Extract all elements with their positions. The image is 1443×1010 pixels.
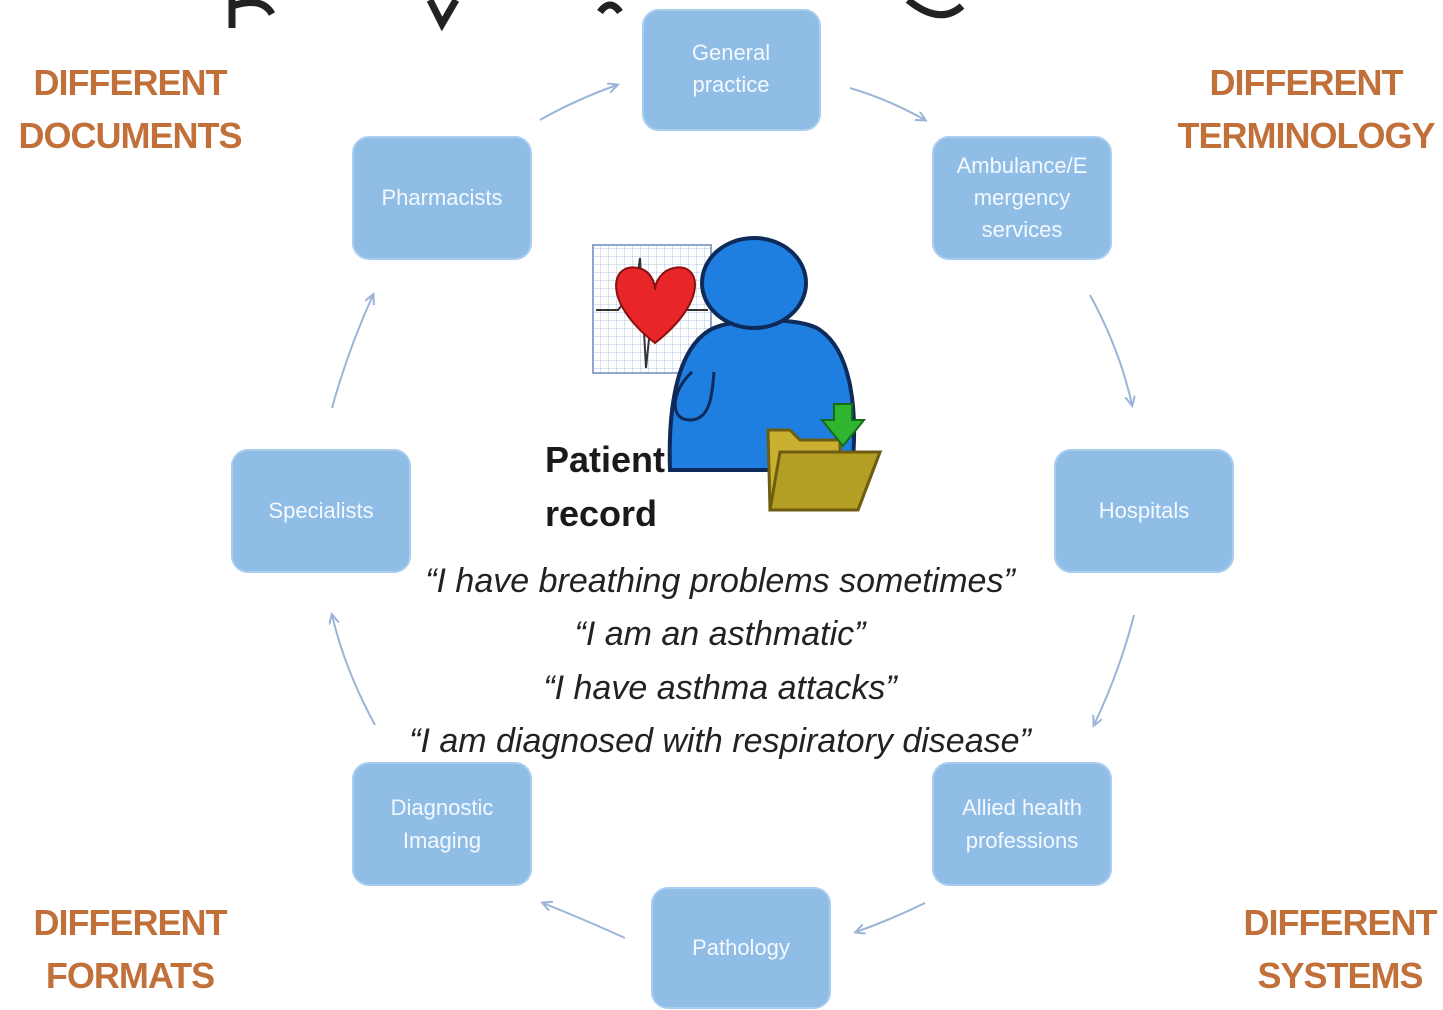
node-pharmacists-line1: Pharmacists bbox=[381, 185, 502, 210]
patient-quotes: “I have breathing problems sometimes” “I… bbox=[409, 562, 1032, 760]
corner-bottom-right-line2: SYSTEMS bbox=[1257, 955, 1422, 996]
corner-bottom-left-line1: DIFFERENT bbox=[34, 902, 228, 943]
quote-line: “I am diagnosed with respiratory disease… bbox=[409, 722, 1032, 760]
corner-top-left-line2: DOCUMENTS bbox=[19, 115, 242, 156]
node-diagnostic-imaging-line1: Diagnostic bbox=[391, 795, 494, 820]
node-pathology: Pathology bbox=[651, 887, 831, 1009]
person-icon bbox=[667, 236, 857, 472]
node-pathology-line1: Pathology bbox=[692, 935, 790, 960]
node-diagnostic-imaging-line2: Imaging bbox=[403, 828, 481, 853]
cycle-arrows bbox=[331, 85, 1135, 939]
node-ambulance: Ambulance/E mergency services bbox=[932, 136, 1112, 260]
corner-top-right-line1: DIFFERENT bbox=[1210, 62, 1404, 103]
node-ambulance-line1: Ambulance/E bbox=[957, 153, 1088, 178]
node-ambulance-line2: mergency bbox=[974, 185, 1071, 210]
arrow-pharmacists-to-gp bbox=[539, 85, 617, 121]
node-specialists: Specialists bbox=[231, 449, 411, 573]
arrow-ambulance-to-hospitals bbox=[1089, 294, 1132, 405]
corner-top-right-line2: TERMINOLOGY bbox=[1178, 115, 1436, 156]
node-general-practice: General practice bbox=[642, 9, 821, 131]
node-allied-health: Allied health professions bbox=[932, 762, 1112, 886]
corner-label-top-right: DIFFERENT TERMINOLOGY bbox=[1178, 62, 1437, 156]
quote-line: “I have breathing problems sometimes” bbox=[425, 562, 1016, 600]
node-allied-health-line1: Allied health bbox=[962, 795, 1082, 820]
node-hospitals-line1: Hospitals bbox=[1099, 498, 1189, 523]
corner-bottom-left-line2: FORMATS bbox=[46, 955, 214, 996]
node-allied-health-line2: professions bbox=[966, 828, 1079, 853]
node-general-practice-line2: practice bbox=[692, 72, 769, 97]
patient-record-label: Patient record bbox=[545, 439, 665, 534]
arrow-specialists-to-pharmacists bbox=[331, 295, 373, 409]
node-pharmacists: Pharmacists bbox=[352, 136, 532, 260]
title-fragments bbox=[228, 0, 965, 32]
download-arrow-icon bbox=[819, 403, 867, 448]
corner-label-bottom-left: DIFFERENT FORMATS bbox=[34, 902, 229, 996]
patient-record-illustration bbox=[592, 236, 883, 512]
node-diagnostic-imaging: Diagnostic Imaging bbox=[352, 762, 532, 886]
arrow-imaging-to-specialists bbox=[332, 615, 376, 726]
quote-line: “I am an asthmatic” bbox=[575, 615, 868, 653]
arrow-hospitals-to-allied bbox=[1094, 614, 1135, 725]
corner-label-bottom-right: DIFFERENT SYSTEMS bbox=[1244, 902, 1439, 996]
corner-label-top-left: DIFFERENT DOCUMENTS bbox=[19, 62, 243, 156]
node-general-practice-line1: General bbox=[692, 40, 770, 65]
node-specialists-line1: Specialists bbox=[268, 498, 373, 523]
folder-icon bbox=[766, 428, 883, 512]
patient-record-label-line2: record bbox=[545, 493, 657, 534]
heart-icon bbox=[615, 266, 696, 345]
quote-line: “I have asthma attacks” bbox=[543, 669, 898, 707]
node-ambulance-line3: services bbox=[982, 217, 1063, 242]
corner-top-left-line1: DIFFERENT bbox=[34, 62, 228, 103]
patient-record-label-line1: Patient bbox=[545, 439, 665, 480]
arrow-gp-to-ambulance bbox=[849, 87, 925, 120]
arrow-allied-to-pathology bbox=[856, 902, 926, 932]
node-hospitals: Hospitals bbox=[1054, 449, 1234, 573]
arrow-pathology-to-imaging bbox=[543, 903, 626, 939]
corner-bottom-right-line1: DIFFERENT bbox=[1244, 902, 1438, 943]
